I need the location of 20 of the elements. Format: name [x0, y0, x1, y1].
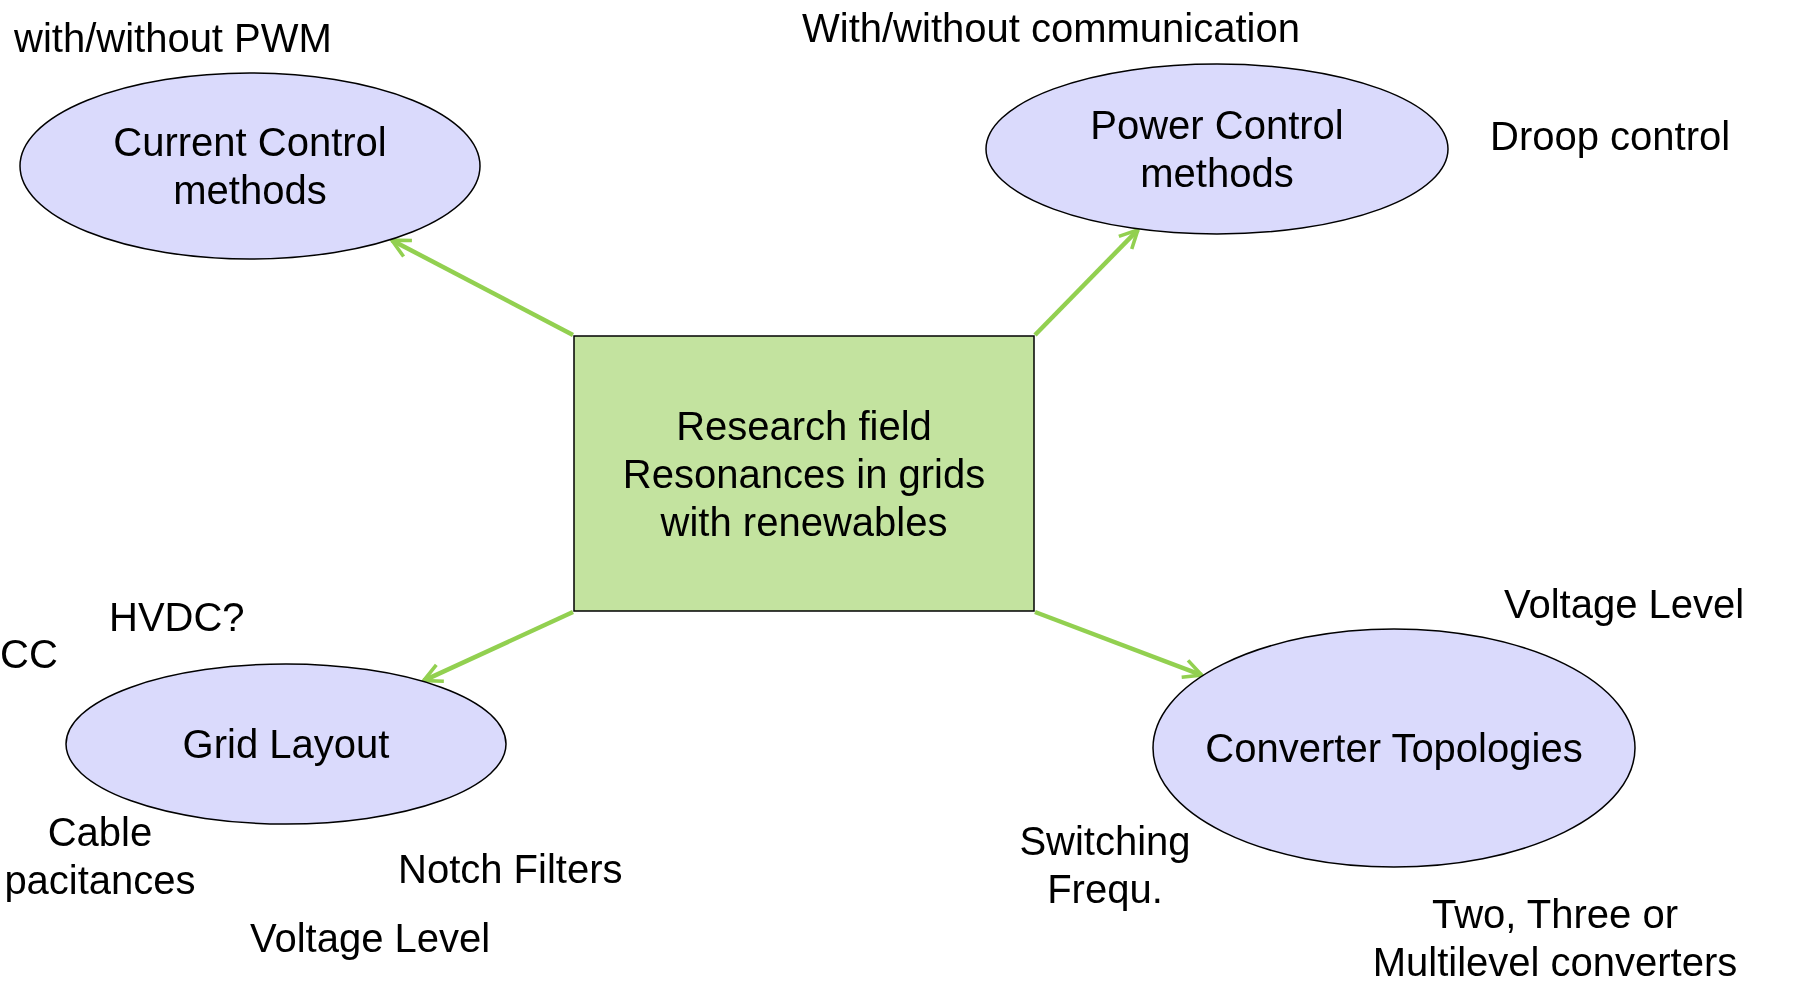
arrow	[1034, 609, 1204, 679]
note-text: Voltage Level	[250, 915, 491, 962]
note-text: Two, Three or Multilevel converters	[1371, 891, 1739, 986]
note-text: Notch Filters	[398, 846, 623, 893]
note-text: Cable pacitances	[3, 809, 197, 904]
topic-text: Current Control methods	[112, 119, 388, 214]
note-text: with/without PWM	[14, 15, 332, 62]
topic-text: Power Control methods	[1089, 102, 1345, 197]
arrow	[390, 238, 575, 337]
arrow	[1033, 228, 1140, 337]
note-text: Droop control	[1490, 113, 1731, 160]
topic-text: Grid Layout	[181, 721, 391, 768]
note-text: Voltage Level	[1504, 581, 1745, 628]
note-text: With/without communication	[802, 5, 1300, 52]
topic-text: Converter Topologies	[1204, 725, 1584, 772]
central-topic-text: Research field Resonances in grids with renewables	[621, 402, 987, 546]
note-text: HVDC?	[109, 594, 245, 641]
note-text: Switching Frequ.	[1018, 818, 1192, 913]
arrow	[421, 609, 574, 684]
note-text: CC	[0, 631, 58, 678]
